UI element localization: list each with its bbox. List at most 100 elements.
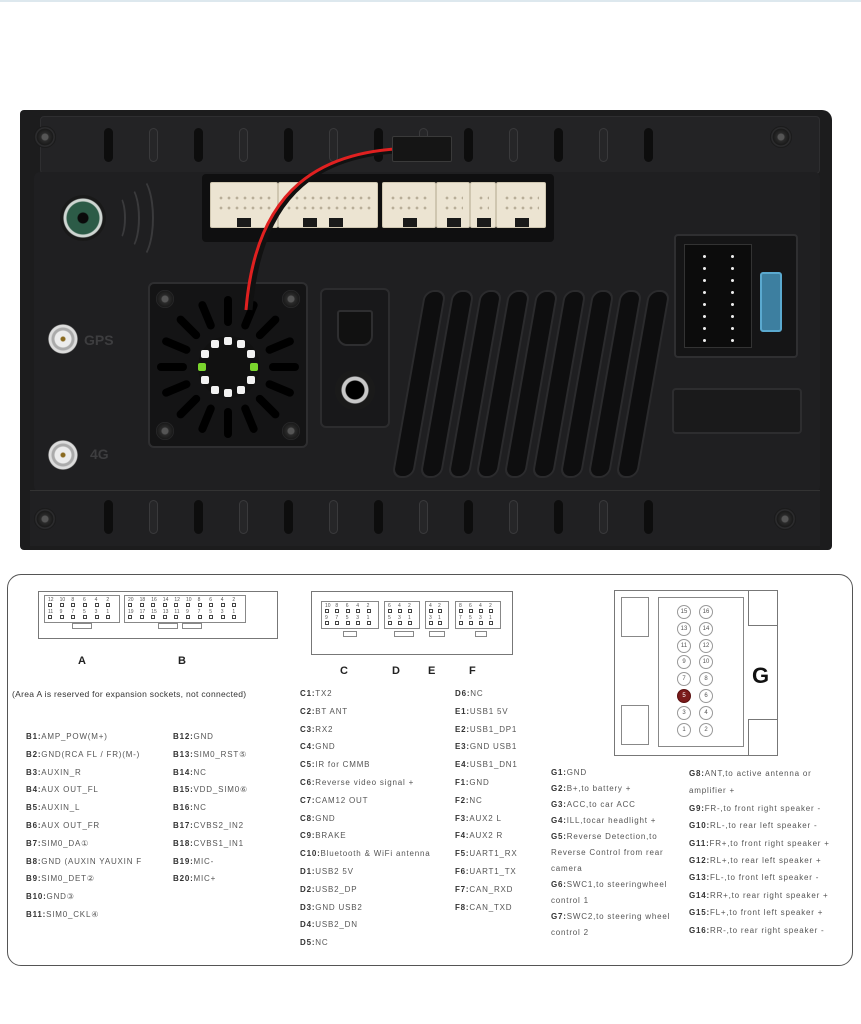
pin-id: B19: xyxy=(173,856,194,866)
connector-d-socket xyxy=(436,182,470,228)
iso-pin xyxy=(703,267,706,270)
pin-entry: B8:GND (AUXIN YAUXIN F xyxy=(26,853,142,871)
pin-function: SWC1,to steeringwheel xyxy=(566,880,668,889)
g-pin-3: 3 xyxy=(677,705,691,720)
pin-square xyxy=(186,603,190,607)
screw-icon xyxy=(774,508,796,530)
gps-antenna-connector-icon xyxy=(48,324,78,354)
audio-ports-module xyxy=(320,288,390,428)
pin-id: C3: xyxy=(300,724,316,734)
pin-function: MIC+ xyxy=(193,874,217,884)
pin-function: AUX OUT_FR xyxy=(41,820,100,830)
pin-function: USB2_DP xyxy=(315,884,358,894)
vent-slot xyxy=(284,128,293,162)
pin-square xyxy=(162,603,167,607)
pin-square xyxy=(106,603,111,607)
pin-function: MIC- xyxy=(193,856,215,866)
pin-entry: C4:GND xyxy=(300,738,430,756)
pin-square xyxy=(459,609,463,613)
pin-function: CAN_RXD xyxy=(469,884,514,894)
pin-id: C1: xyxy=(300,689,316,698)
vent-slot xyxy=(554,128,563,162)
pin-number: 9 xyxy=(186,609,189,615)
pin-entry: B19:MIC- xyxy=(173,853,248,871)
pin-function: ACC,to car ACC xyxy=(566,800,636,809)
pin-number: 10 xyxy=(186,597,192,603)
pin-entry: C2:BT ANT xyxy=(300,703,430,721)
pin-number: 8 xyxy=(197,597,201,603)
pin-function: AMP_POW(M+) xyxy=(41,732,108,741)
pin-function: AUXIN_L xyxy=(41,803,81,813)
pin-square xyxy=(408,609,412,613)
pin-square xyxy=(220,603,225,607)
pin-function: NC xyxy=(470,689,484,698)
pin-square xyxy=(469,621,473,625)
pin-number: 7 xyxy=(459,615,462,621)
vent-slot xyxy=(464,128,473,162)
pin-id: C9: xyxy=(300,831,316,841)
pin-function: SIM0_DA① xyxy=(41,838,90,848)
pin-id: B2: xyxy=(26,749,42,759)
pin-id: B9: xyxy=(26,874,42,884)
pin-square xyxy=(71,615,76,619)
pin-square xyxy=(438,609,442,613)
pin-id: B1: xyxy=(26,732,42,741)
pin-entry: F7:CAN_RXD xyxy=(455,881,518,899)
pin-square xyxy=(174,615,179,619)
pin-entry: E3:GND USB1 xyxy=(455,738,518,756)
pin-function: AUX2 L xyxy=(469,813,502,823)
pin-number: 16 xyxy=(151,597,157,603)
pin-id: G1: xyxy=(551,768,567,777)
pin-function: AUX2 R xyxy=(469,831,504,841)
iso-pin xyxy=(703,279,706,282)
screw-icon xyxy=(156,422,174,440)
pin-function: control 1 xyxy=(551,896,589,905)
pin-number: 1 xyxy=(232,609,236,615)
pin-square xyxy=(128,603,132,607)
pin-number: 2 xyxy=(438,603,441,609)
pin-function: camera xyxy=(551,864,583,873)
pin-id: F7: xyxy=(455,884,470,894)
pin-function: FR-,to front right speaker - xyxy=(704,803,821,813)
pin-square xyxy=(209,603,214,607)
pin-function: GND USB1 xyxy=(469,742,518,752)
pin-function: USB1_DN1 xyxy=(469,760,518,770)
pin-id: E3: xyxy=(455,742,470,752)
vent-slot xyxy=(599,128,608,162)
pin-function: GND xyxy=(193,732,214,741)
pin-square xyxy=(469,609,473,613)
pin-entry: C1:TX2 xyxy=(300,685,430,703)
pin-id: B14: xyxy=(173,767,194,777)
blank-cover-plate xyxy=(672,388,802,434)
connector-c-socket xyxy=(382,182,436,228)
pin-entry: B1:AMP_POW(M+) xyxy=(26,728,142,746)
pin-square xyxy=(489,609,493,613)
pin-function: amplifier + xyxy=(689,786,735,796)
connector-b-tab xyxy=(158,623,178,629)
fan-led xyxy=(224,337,232,345)
vent-slot xyxy=(149,128,158,162)
pin-square xyxy=(83,603,87,607)
pin-number: 3 xyxy=(220,609,224,615)
pin-number: 5 xyxy=(388,615,391,621)
pin-id: B6: xyxy=(26,820,42,830)
pin-function: B+,to battery + xyxy=(566,784,632,793)
pin-entry: G12:RL+,to rear left speaker + xyxy=(689,852,830,869)
pin-number: 18 xyxy=(139,597,146,603)
pin-entry: B13:SIM0_RST⑤ xyxy=(173,746,248,764)
g-pin-10: 10 xyxy=(699,655,713,670)
pin-id: C8: xyxy=(300,813,316,823)
pin-function: SIM0_CKL④ xyxy=(46,909,100,919)
pin-square xyxy=(186,615,190,619)
vent-slot xyxy=(104,128,113,162)
iso-pin xyxy=(731,279,734,282)
pin-square xyxy=(197,615,202,619)
pin-entry: F6:UART1_TX xyxy=(455,863,518,881)
pin-id: B5: xyxy=(26,803,42,813)
pin-square xyxy=(325,621,329,625)
iso-pin xyxy=(703,255,706,258)
pin-function: SIM0_DET② xyxy=(41,874,95,884)
